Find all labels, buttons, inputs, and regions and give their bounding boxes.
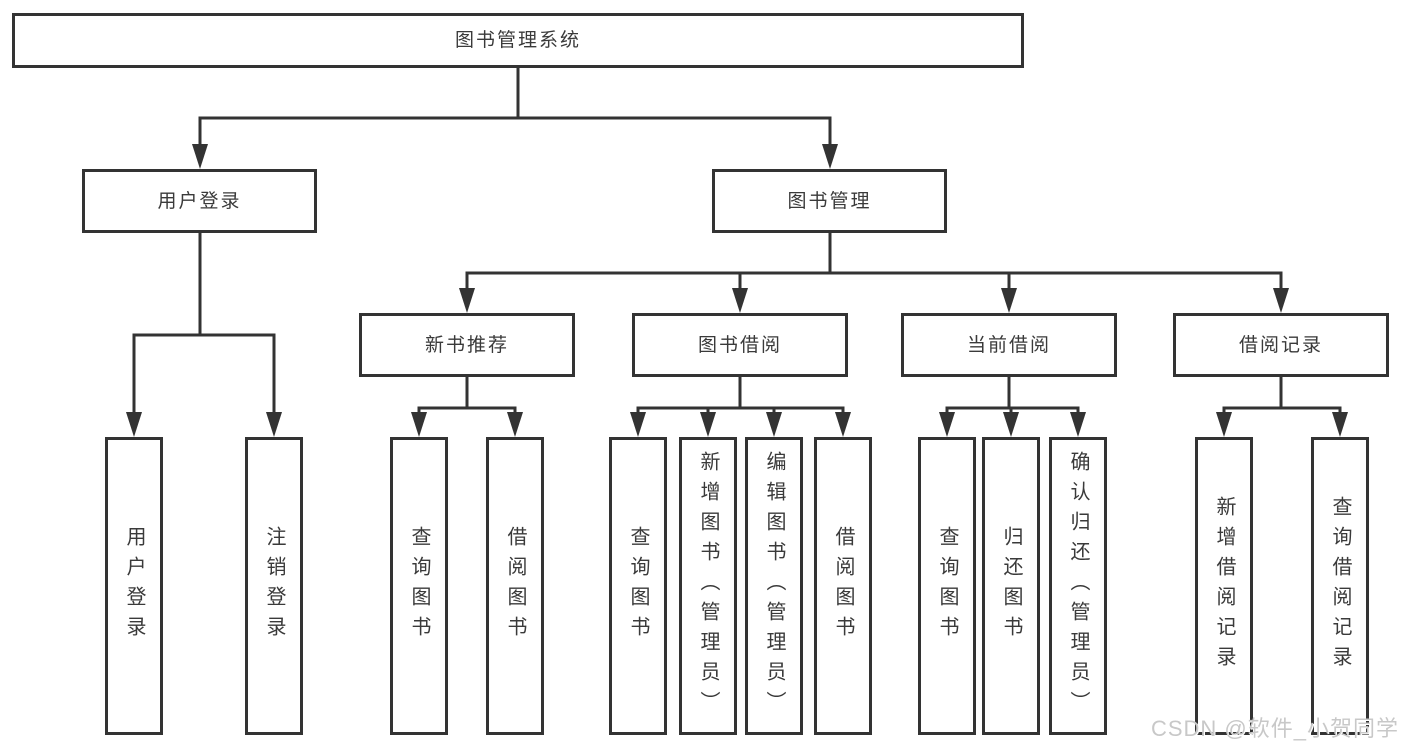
node-user-login: 用户登录 (82, 169, 317, 233)
node-library-management-system: 图书管理系统 (12, 13, 1024, 68)
leaf-add-borrow-record: 新增借阅记录 (1195, 437, 1253, 735)
edge-borrow-record-to-leaves (1216, 377, 1348, 437)
edge-user-login-to-leaves (126, 233, 282, 437)
node-current-borrowing: 当前借阅 (901, 313, 1117, 377)
leaf-edit-books-admin: 编辑图书（管理员） (745, 437, 803, 735)
leaf-query-borrow-record: 查询借阅记录 (1311, 437, 1369, 735)
edge-book-mgmt-to-level3 (459, 233, 1289, 313)
leaf-add-books-admin: 新增图书（管理员） (679, 437, 737, 735)
leaf-query-books-1: 查询图书 (390, 437, 448, 735)
node-new-book-recommendation: 新书推荐 (359, 313, 575, 377)
edge-root-to-level2 (192, 68, 838, 169)
leaf-query-books-2: 查询图书 (609, 437, 667, 735)
csdn-watermark: CSDN @软件_小贺同学 (1150, 716, 1399, 741)
leaf-borrow-books-1: 借阅图书 (486, 437, 544, 735)
leaf-query-books-3: 查询图书 (918, 437, 976, 735)
node-book-management: 图书管理 (712, 169, 947, 233)
leaf-return-books: 归还图书 (982, 437, 1040, 735)
node-borrowing-records: 借阅记录 (1173, 313, 1389, 377)
edge-current-borrow-to-leaves (939, 377, 1086, 437)
node-book-borrowing: 图书借阅 (632, 313, 848, 377)
leaf-borrow-books-2: 借阅图书 (814, 437, 872, 735)
leaf-user-login: 用户登录 (105, 437, 163, 735)
edge-new-book-to-leaves (411, 377, 523, 437)
edge-book-borrow-to-leaves (630, 377, 851, 437)
leaf-logout: 注销登录 (245, 437, 303, 735)
leaf-confirm-return-admin: 确认归还（管理员） (1049, 437, 1107, 735)
